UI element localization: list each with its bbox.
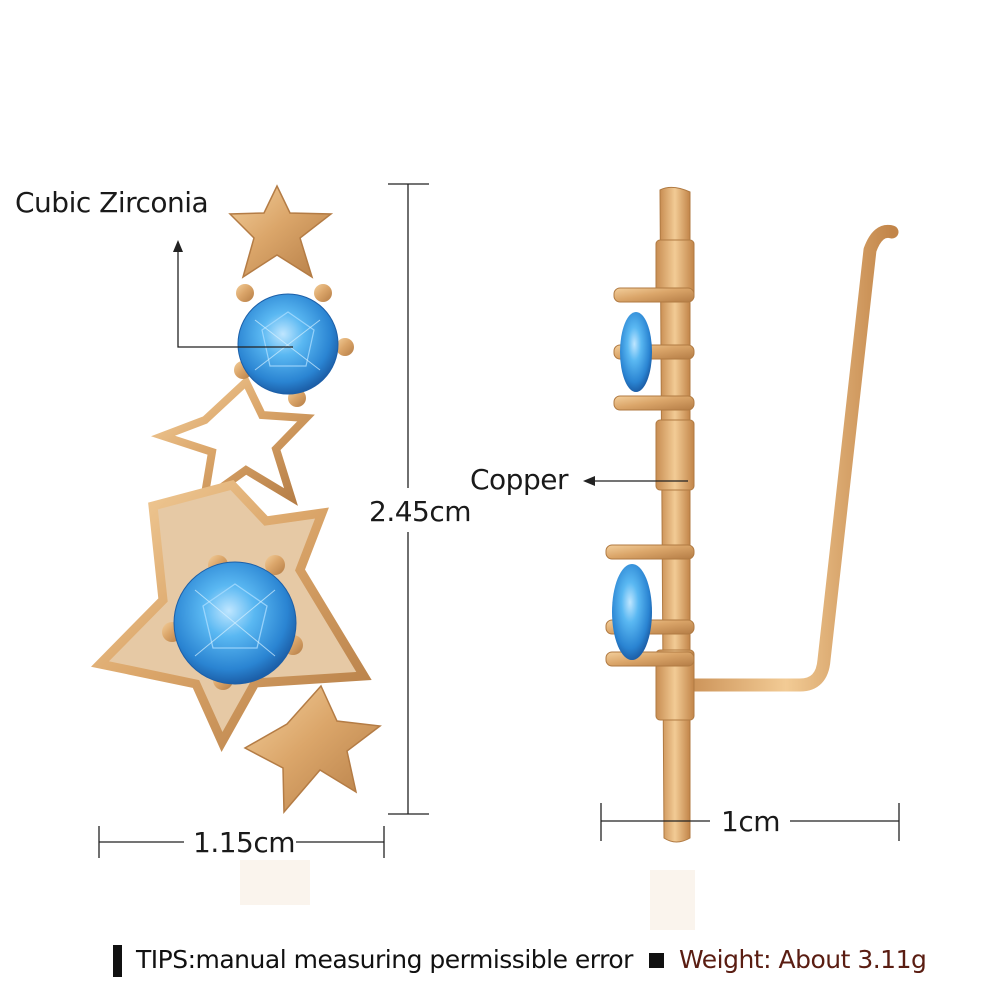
metal-label: Copper (470, 463, 568, 496)
footer-bar: TIPS:manual measuring permissible error … (0, 935, 1001, 985)
side-bottom-gem-icon (612, 564, 652, 660)
side-top-gem-icon (620, 312, 652, 392)
top-gem-icon (234, 284, 354, 407)
height-label: 2.45cm (369, 495, 472, 528)
top-star-icon (228, 184, 334, 279)
hollow-star-icon (151, 375, 315, 509)
weight-text: Weight: About 3.11g (679, 945, 927, 974)
tips-text: TIPS:manual measuring permissible error (136, 945, 633, 974)
reflections (240, 860, 695, 930)
side-width-dimension (600, 803, 900, 841)
width-label: 1.15cm (193, 826, 296, 859)
width-dimension (98, 826, 385, 858)
copper-callout (583, 476, 688, 486)
bottom-star-icon (243, 684, 382, 814)
height-dimension (388, 183, 429, 815)
front-view-earring (91, 184, 382, 814)
gem-label: Cubic Zirconia (15, 186, 209, 219)
tips-bullet-icon (113, 945, 122, 977)
gem-callout (173, 240, 293, 348)
side-view-earring (605, 186, 899, 843)
weight-bullet-icon (649, 953, 664, 968)
side-width-label: 1cm (721, 805, 780, 838)
large-gem-icon (162, 555, 303, 690)
